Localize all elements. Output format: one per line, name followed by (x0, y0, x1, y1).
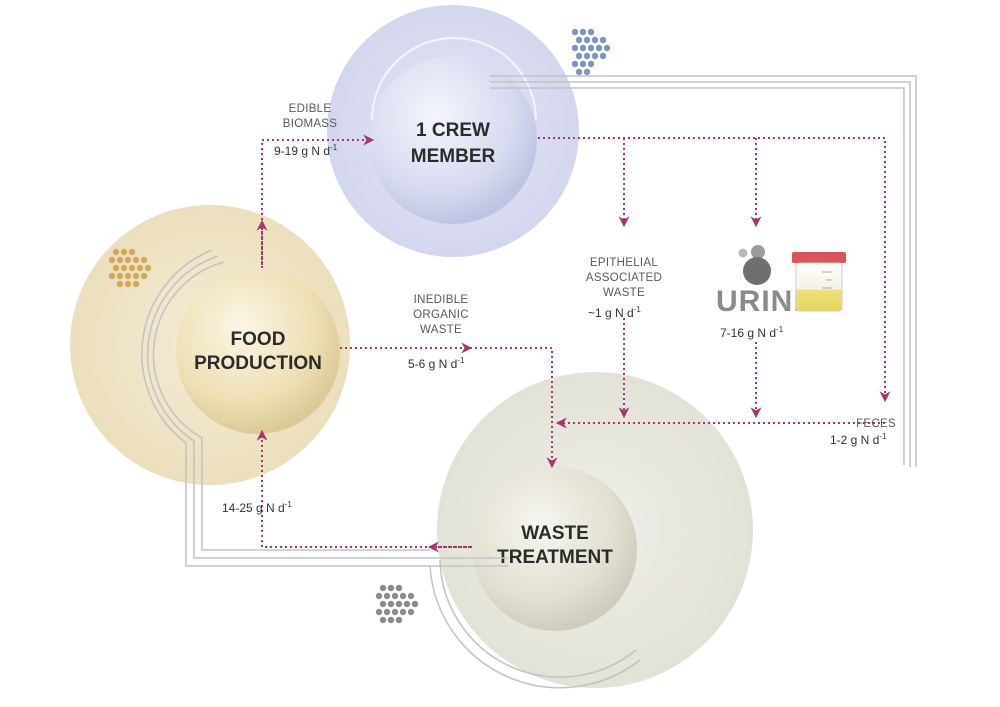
epithelial-value: ~1 g N d-1 (588, 305, 641, 320)
feces-value: 1-2 g N d-1 (830, 432, 887, 447)
label-inedible-waste: INEDIBLE ORGANIC WASTE 5-6 g N d-1 (408, 294, 469, 371)
label-urine-value: 7-16 g N d-1 (720, 325, 784, 340)
crew-inner-circle (369, 56, 537, 224)
epithelial-line3: WASTE (603, 287, 645, 299)
urine-bubble-large (743, 257, 771, 285)
food-title-line2: PRODUCTION (194, 353, 322, 374)
urine-value: 7-16 g N d-1 (720, 325, 784, 340)
edible-value: 9-19 g N d-1 (274, 143, 338, 158)
crew-title-line1: 1 CREW (416, 120, 490, 141)
pipe-bottom-arc-outer (429, 565, 641, 689)
crew-member-node: 1 CREW MEMBER (327, 5, 579, 257)
arrow-inedible-waste (340, 347, 558, 469)
feces-label: FECES (856, 418, 896, 430)
edible-line2: BIOMASS (283, 118, 338, 130)
pipe-lines (141, 75, 917, 689)
urine-bubble-tiny (738, 248, 748, 258)
urine-icon-group: URINE (716, 245, 846, 318)
pipe-bottom-arc-inner (439, 559, 637, 678)
epithelial-line1: EPITHELIAL (590, 257, 658, 269)
food-title-line1: FOOD (231, 329, 286, 350)
gold-dots-icon (108, 248, 152, 288)
edible-line1: EDIBLE (289, 103, 332, 115)
waste-treatment-node: WASTE TREATMENT (437, 372, 753, 688)
epithelial-line2: ASSOCIATED (586, 272, 662, 284)
waste-inner-circle (473, 467, 637, 631)
waste-title-line1: WASTE (521, 523, 589, 544)
crew-highlight-ring (371, 37, 537, 121)
return-value: 14-25 g N d-1 (222, 500, 292, 515)
pipe-top-right-outer (490, 75, 917, 467)
label-epithelial-waste: EPITHELIAL ASSOCIATED WASTE ~1 g N d-1 (586, 257, 662, 320)
waste-title-line2: TREATMENT (497, 547, 613, 568)
inedible-line3: WASTE (420, 324, 462, 336)
pipe-top-right-inner (490, 81, 911, 467)
inedible-line1: INEDIBLE (414, 294, 469, 306)
label-return-flow: 14-25 g N d-1 (222, 500, 292, 515)
pipe-left-inner (146, 255, 508, 559)
crew-title-line2: MEMBER (411, 146, 496, 167)
label-edible-biomass: EDIBLE BIOMASS 9-19 g N d-1 (274, 103, 338, 158)
food-production-node: FOOD PRODUCTION (70, 205, 350, 485)
inedible-value: 5-6 g N d-1 (408, 356, 465, 371)
pipe-top-right-inner2 (490, 87, 905, 465)
arrow-crew-to-feces (538, 137, 891, 403)
flow-arrows (256, 134, 891, 553)
label-feces: FECES 1-2 g N d-1 (830, 418, 896, 447)
gray-dots-icon (375, 584, 419, 624)
blue-dots-icon (571, 28, 611, 76)
food-inner-circle (176, 270, 340, 434)
inedible-line2: ORGANIC (413, 309, 469, 321)
pipe-left-inner2 (152, 261, 430, 551)
urine-cup-icon (792, 252, 846, 312)
pipe-left-outer (141, 249, 508, 567)
urine-bubble-small (751, 245, 765, 259)
arrow-return-to-food (256, 429, 472, 548)
